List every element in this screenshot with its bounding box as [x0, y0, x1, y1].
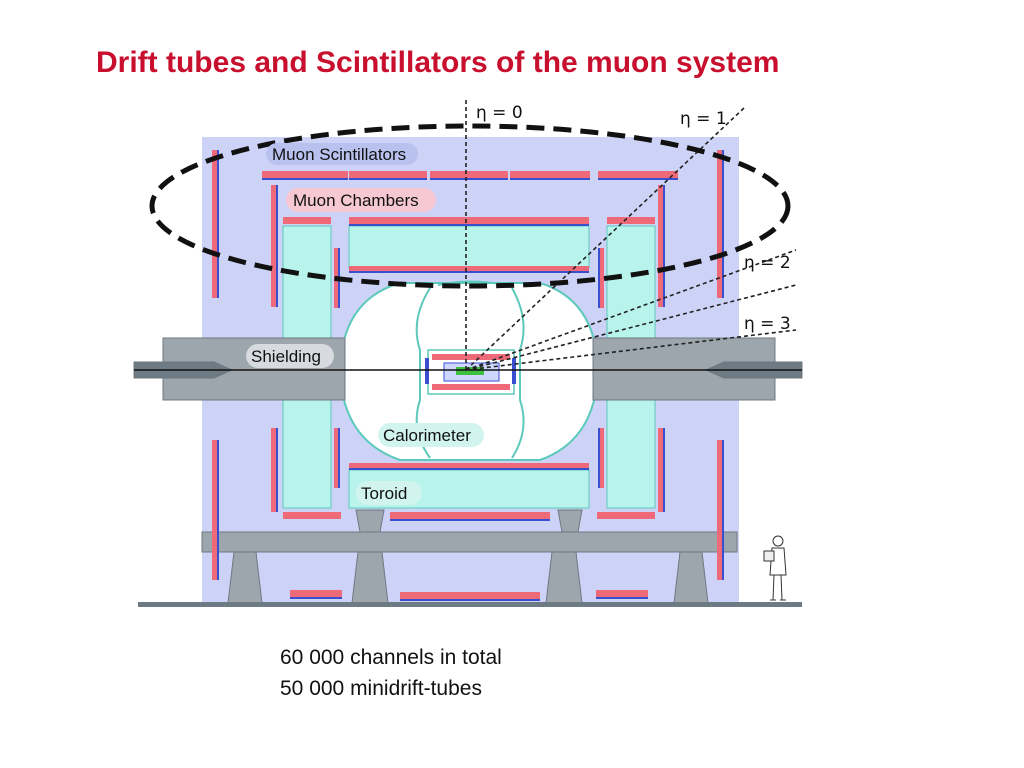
- eta-3-label: η = 3: [744, 314, 791, 334]
- scintillators-label: Muon Scintillators: [272, 145, 406, 164]
- calorimeter-label-bg: [378, 423, 484, 447]
- chambers-label: Muon Chambers: [293, 191, 419, 210]
- shielding-label: Shielding: [251, 347, 321, 366]
- stats-block: 60 000 channels in total 50 000 minidrif…: [280, 642, 502, 704]
- support-structure: [201, 509, 738, 604]
- chambers-label-bg: [286, 188, 436, 212]
- shielding-label-bg: [246, 344, 334, 368]
- channels-total-text: 60 000 channels in total: [280, 646, 502, 669]
- toroid-label: Toroid: [361, 484, 407, 503]
- toroid-label-bg: [356, 481, 422, 505]
- human-scale-figure: [763, 535, 787, 601]
- minidrift-tubes-text: 50 000 minidrift-tubes: [280, 677, 482, 700]
- scintillators-label-bg: [266, 143, 418, 165]
- page-title: Drift tubes and Scintillators of the muo…: [96, 46, 780, 79]
- eta-1-label: η = 1: [680, 109, 727, 129]
- scintillator-strips: [262, 171, 678, 601]
- muon-system-highlight-ellipse: [149, 123, 791, 289]
- eta-2-label: η = 2: [744, 253, 791, 273]
- calorimeter-label: Calorimeter: [383, 426, 471, 445]
- floor-line: [138, 602, 802, 607]
- eta-0-label: η = 0: [476, 103, 523, 123]
